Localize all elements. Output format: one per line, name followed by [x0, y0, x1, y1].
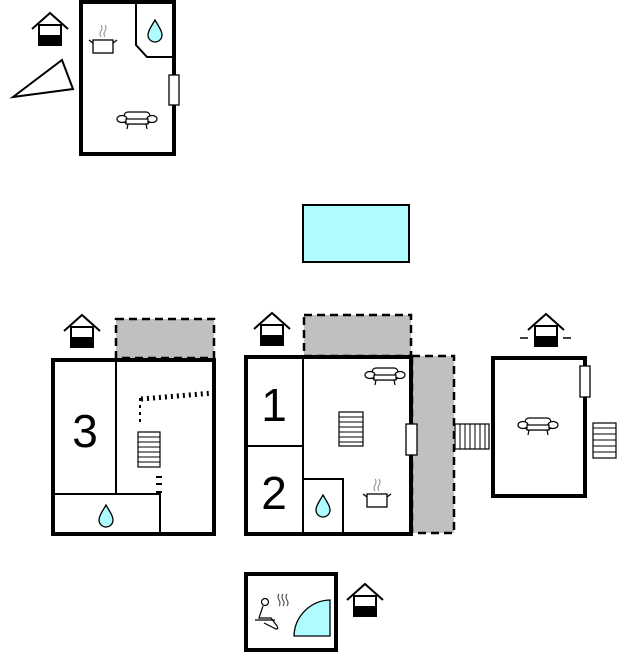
- dotted-edge: [156, 476, 162, 493]
- house-entrance-icon: [31, 12, 69, 46]
- building-main: 1 2: [244, 312, 490, 536]
- wall: [51, 358, 216, 536]
- stairs-icon: [137, 431, 161, 468]
- water-drop-icon: [315, 494, 331, 518]
- building-annex-top: [9, 0, 180, 156]
- house-entrance-icon: [253, 312, 291, 346]
- dotted-edge: [140, 390, 214, 402]
- interior-wall: [53, 493, 161, 534]
- sauna-icon: [255, 593, 289, 630]
- cooking-pot-icon: [88, 24, 118, 54]
- water-drop-icon: [147, 19, 163, 43]
- bridge-stairs-icon: [454, 423, 490, 450]
- sofa-icon: [364, 367, 406, 386]
- water-drop-icon: [98, 504, 114, 528]
- wall: [79, 0, 176, 156]
- window-icon: [168, 74, 180, 106]
- bathroom-wall: [303, 478, 344, 534]
- room-number-3: 3: [72, 405, 98, 457]
- sofa-icon: [517, 417, 559, 436]
- pool: [302, 204, 410, 263]
- compass-triangle-icon: [9, 58, 75, 99]
- wall: [491, 356, 587, 498]
- bathroom-wall: [135, 2, 174, 58]
- building-right: [491, 313, 617, 498]
- building-sauna: [244, 572, 384, 652]
- plunge-pool: [293, 599, 331, 637]
- stairs-icon: [592, 422, 617, 459]
- terrace: [114, 317, 216, 360]
- terrace: [302, 313, 413, 358]
- room-number-1: 1: [261, 379, 287, 431]
- building-left: 3: [51, 314, 216, 536]
- room-number-2: 2: [261, 467, 287, 519]
- house-entrance-icon: [527, 313, 565, 347]
- window-icon: [579, 365, 591, 398]
- house-entrance-icon: [346, 583, 384, 617]
- window-icon: [405, 423, 418, 456]
- sofa-icon: [116, 111, 158, 130]
- cooking-pot-icon: [362, 478, 392, 508]
- terrace: [410, 354, 456, 535]
- stairs-icon: [338, 411, 364, 447]
- house-entrance-icon: [63, 314, 101, 348]
- wall: [244, 572, 338, 652]
